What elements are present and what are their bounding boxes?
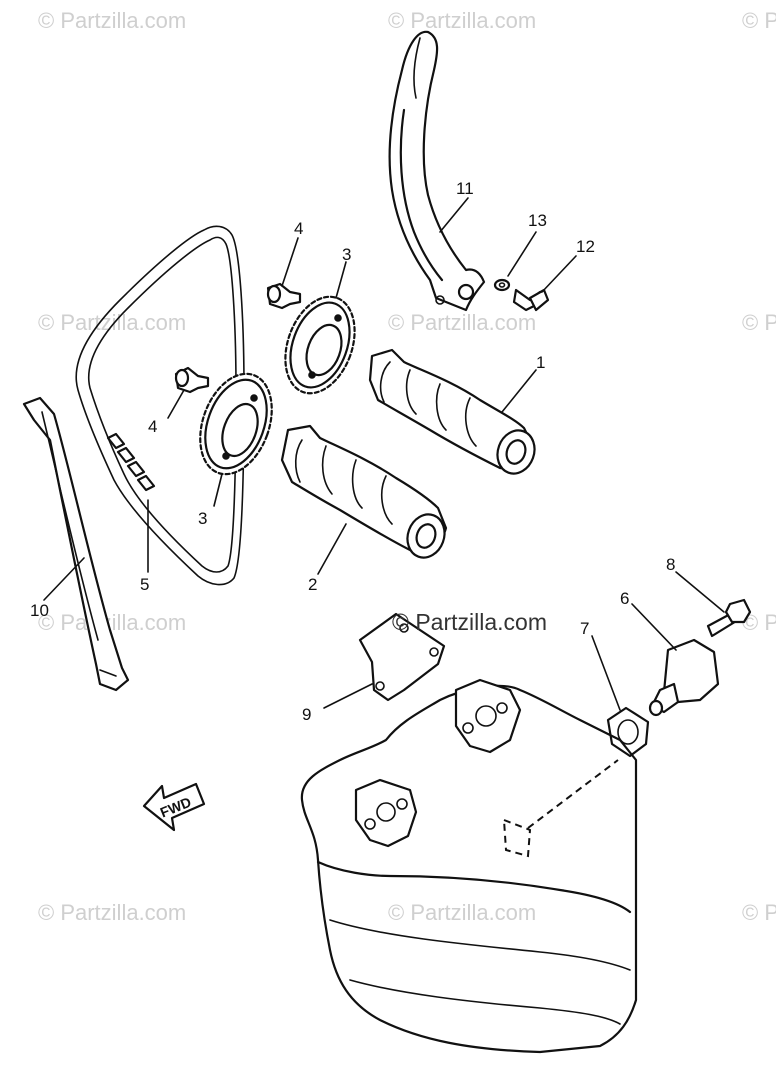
part-3-cam-sprocket-upper[interactable] xyxy=(273,287,367,403)
watermark: © Partzilla.com xyxy=(742,900,776,925)
callout-11: 11 xyxy=(456,179,474,198)
watermark: © Partzilla.com xyxy=(38,610,186,635)
watermark: © Partzilla.com xyxy=(742,8,776,33)
watermark: © Partzilla.com xyxy=(38,900,186,925)
callout-labels: 1 2 3 3 4 4 5 6 7 8 9 10 11 12 13 xyxy=(30,179,675,724)
cylinder-head xyxy=(300,678,638,1054)
callout-4-upper: 4 xyxy=(294,219,303,238)
part-1-camshaft[interactable] xyxy=(368,348,540,479)
part-12-bolt[interactable] xyxy=(512,288,550,312)
callout-2: 2 xyxy=(308,575,317,594)
callout-4-lower: 4 xyxy=(148,417,157,436)
part-3-cam-sprocket-lower[interactable] xyxy=(187,364,285,484)
watermark: © Partzilla.com xyxy=(388,900,536,925)
watermark: © Partzilla.com xyxy=(742,310,776,335)
callout-5: 5 xyxy=(140,575,149,594)
watermark: © Partzilla.com xyxy=(38,8,186,33)
callout-3-upper: 3 xyxy=(342,245,351,264)
part-5-timing-chain[interactable] xyxy=(75,225,245,586)
watermark-center: © Partzilla.com xyxy=(392,609,547,635)
callout-6: 6 xyxy=(620,589,629,608)
part-13-washer[interactable] xyxy=(493,278,511,292)
part-6-chain-tensioner[interactable] xyxy=(648,638,720,717)
watermark: © Partzilla.com xyxy=(388,310,536,335)
callout-8: 8 xyxy=(666,555,675,574)
callout-1: 1 xyxy=(536,353,545,372)
part-10-chain-guide[interactable] xyxy=(22,396,130,692)
fwd-direction-arrow: FWD xyxy=(142,782,206,832)
callout-3-lower: 3 xyxy=(198,509,207,528)
part-9-cover-plate[interactable] xyxy=(358,612,446,702)
part-2-camshaft[interactable] xyxy=(280,424,450,563)
part-11-chain-guide[interactable] xyxy=(388,30,486,312)
callout-12: 12 xyxy=(576,237,595,256)
watermark: © Partzilla.com xyxy=(388,8,536,33)
watermark: © Partzilla.com xyxy=(38,310,186,335)
callout-10: 10 xyxy=(30,601,49,620)
part-8-bolt[interactable] xyxy=(706,598,752,638)
part-4-bolt-upper[interactable] xyxy=(266,282,302,310)
leader-lines xyxy=(43,197,725,711)
callout-9: 9 xyxy=(302,705,311,724)
watermark-layer: © Partzilla.com © Partzilla.com © Partzi… xyxy=(38,8,776,925)
callout-13: 13 xyxy=(528,211,547,230)
part-7-gasket[interactable] xyxy=(606,706,650,758)
callout-7: 7 xyxy=(580,619,589,638)
part-4-bolt-lower[interactable] xyxy=(174,366,210,394)
